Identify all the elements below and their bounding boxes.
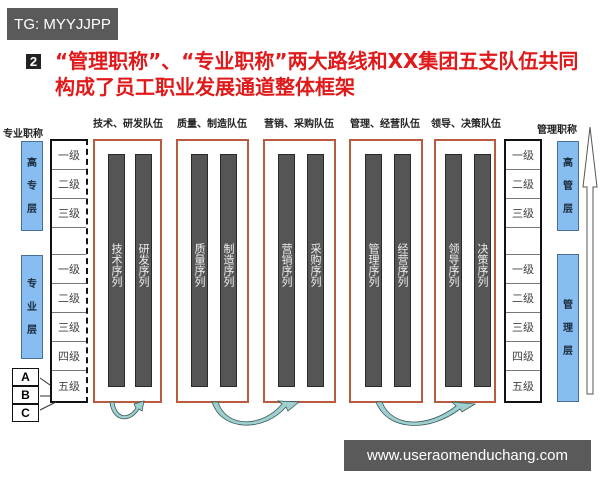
char: 高 (27, 157, 37, 169)
team-label-quality: 质量、制造队伍 (177, 119, 247, 130)
curved-arrow-icon (109, 400, 145, 420)
sequence-bar: 经营序列 (394, 154, 411, 387)
left-level-column: 一级 二级 三级 一级 二级 三级 四级 五级 (50, 139, 88, 403)
sequence-bar: 领导序列 (445, 154, 462, 387)
level-cell: 四级 (506, 342, 540, 371)
sequence-label: 领导序列 (447, 243, 460, 287)
level-cell: 五级 (58, 379, 80, 393)
sequence-bar: 制造序列 (220, 154, 237, 387)
grade-b: B (12, 386, 39, 404)
char: 高 (563, 157, 573, 169)
level-gap (506, 228, 540, 255)
right-level-column: 一级 二级 三级 一级 二级 三级 四级 五级 (504, 139, 542, 403)
sequence-label: 决策序列 (476, 243, 489, 287)
sequence-bar: 质量序列 (191, 154, 208, 387)
sequence-bar: 营销序列 (278, 154, 295, 387)
level-cell: 三级 (506, 313, 540, 342)
sequence-bar: 技术序列 (108, 154, 125, 387)
watermark-top: TG: MYYJJPP (7, 8, 118, 40)
sequence-label: 技术序列 (110, 243, 123, 287)
level-cell: 一级 (506, 141, 540, 170)
sequence-label: 管理序列 (367, 243, 380, 287)
sequence-label: 制造序列 (222, 243, 235, 287)
sequence-label: 营销序列 (280, 243, 293, 287)
level-cell: 二级 (52, 284, 86, 313)
sequence-bar: 采购序列 (307, 154, 324, 387)
section-number: 2 (26, 54, 41, 69)
right-group-management: 管 理 层 (557, 254, 579, 402)
curved-arrow-icon (211, 400, 301, 426)
level-cell: 二级 (506, 284, 540, 313)
page-title: “管理职称”、“专业职称”两大路线和XX集团五支队伍共同构成了员工职业发展通道整… (55, 49, 579, 99)
team-label-marketing: 营销、采购队伍 (264, 119, 334, 130)
level-cell: 四级 (52, 342, 86, 371)
watermark-bottom: www.useraomenduchang.com (344, 440, 591, 471)
curved-arrow-icon (375, 401, 477, 426)
left-group-senior: 高 专 层 (21, 141, 43, 231)
sequence-bar: 决策序列 (474, 154, 491, 387)
team-frame-quality: 质量序列 制造序列 (176, 139, 249, 403)
sequence-label: 研发序列 (137, 243, 150, 287)
right-heading: 管理职称 (537, 125, 577, 136)
team-label-management: 管理、经营队伍 (350, 119, 420, 130)
team-frame-leadership: 领导序列 决策序列 (434, 139, 496, 403)
left-heading: 专业职称 (3, 129, 43, 140)
char: 专 (27, 180, 37, 192)
level-cell: 三级 (506, 199, 540, 228)
team-frame-tech: 技术序列 研发序列 (93, 139, 162, 403)
char: 层 (563, 345, 573, 357)
char: 理 (563, 322, 573, 334)
grade-c: C (12, 404, 39, 422)
team-label-leadership: 领导、决策队伍 (431, 119, 501, 130)
level-gap (52, 228, 86, 255)
char: 专 (27, 278, 37, 290)
team-frame-management: 管理序列 经营序列 (349, 139, 423, 403)
sequence-label: 经营序列 (396, 243, 409, 287)
sequence-label: 采购序列 (309, 243, 322, 287)
up-arrow-icon (582, 126, 598, 395)
sequence-bar: 研发序列 (135, 154, 152, 387)
char: 业 (27, 301, 37, 313)
char: 层 (27, 203, 37, 215)
left-group-professional: 专 业 层 (21, 255, 43, 359)
char: 管 (563, 299, 573, 311)
level-cell: 一级 (52, 255, 86, 284)
level-cell: 三级 (52, 199, 86, 228)
level-cell: 一级 (506, 255, 540, 284)
sequence-bar: 管理序列 (365, 154, 382, 387)
char: 层 (563, 203, 573, 215)
level-cell: 二级 (52, 170, 86, 199)
level-cell: 五级 (512, 379, 534, 393)
team-frame-marketing: 营销序列 采购序列 (263, 139, 336, 403)
team-label-tech: 技术、研发队伍 (93, 119, 163, 130)
char: 管 (563, 180, 573, 192)
level-cell: 一级 (52, 141, 86, 170)
level-cell: 三级 (52, 313, 86, 342)
right-group-senior-management: 高 管 层 (557, 141, 579, 231)
level-cell: 二级 (506, 170, 540, 199)
sequence-label: 质量序列 (193, 243, 206, 287)
char: 层 (27, 324, 37, 336)
grade-a: A (12, 368, 39, 386)
